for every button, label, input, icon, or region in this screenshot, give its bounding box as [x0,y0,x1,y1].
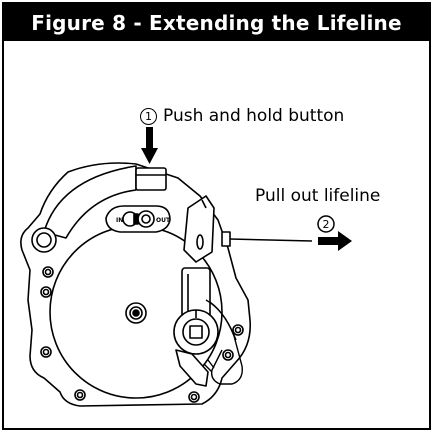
guide-arm [183,195,215,263]
step-1-text: Push and hold button [163,106,345,126]
handle-arch [43,165,137,239]
step-1-label: 1 Push and hold button [140,106,344,126]
step-2-text: Pull out lifeline [255,186,381,206]
button-label-in: IN [116,217,123,224]
lower-bracket [175,349,209,387]
lifeline-exit [221,231,231,247]
release-button [135,167,167,191]
push-arrow [141,127,158,164]
step-2-number-marker: 2 [317,215,335,233]
lifeline-cable [229,238,313,242]
figure-title-bar: Figure 8 - Extending the Lifeline [4,4,429,41]
step-1-number: 1 [140,107,157,125]
figure-title: Figure 8 - Extending the Lifeline [31,10,402,35]
step-2-number: 2 [323,218,330,231]
button-label-out: OUT [156,217,171,224]
pull-arrow [318,231,352,251]
reel-hub-center [132,309,140,317]
